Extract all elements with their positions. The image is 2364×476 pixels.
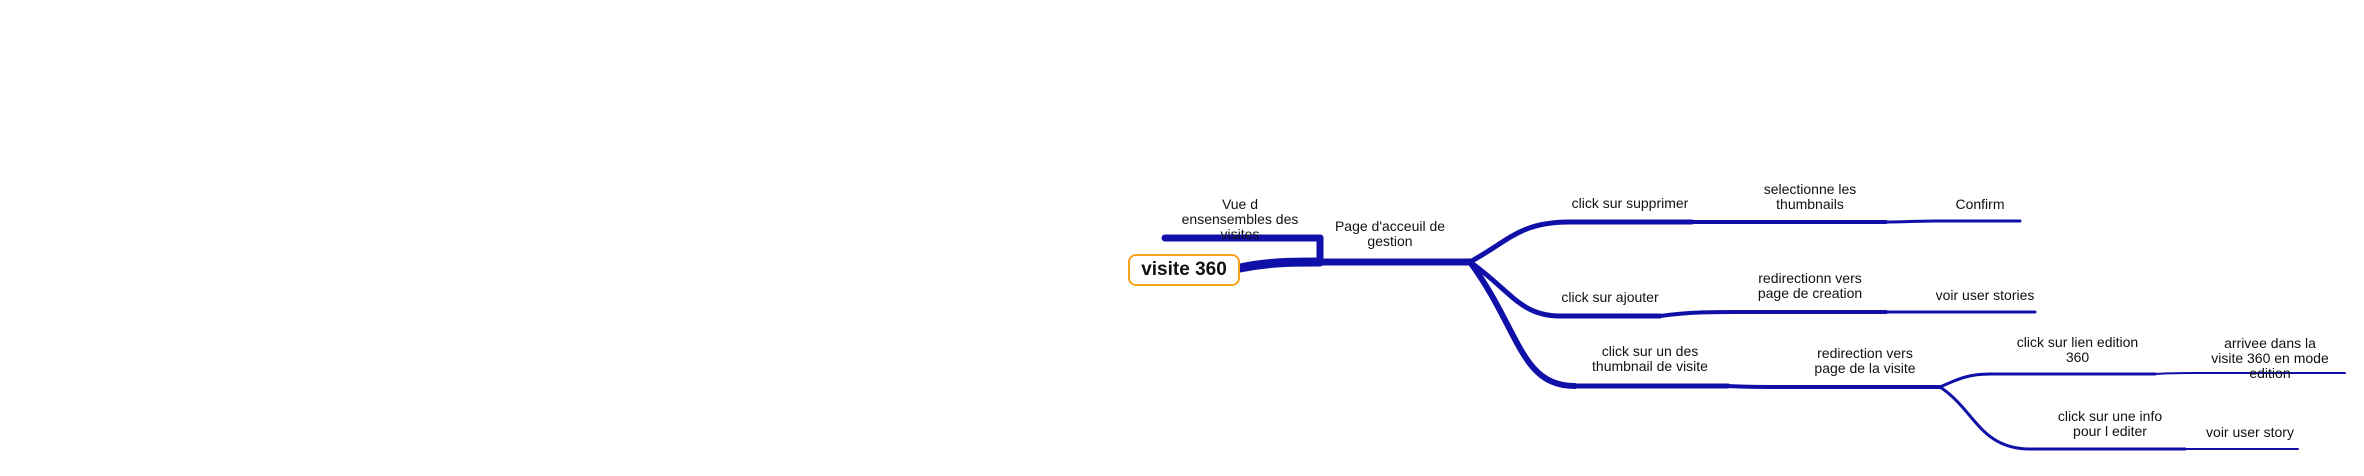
node-arrivee-visite[interactable]: arrivee dans la visite 360 en mode editi… <box>2211 335 2329 381</box>
node-click-supprimer[interactable]: click sur supprimer <box>1571 195 1689 211</box>
underline-arrivee <box>2154 372 2346 375</box>
node-click-info[interactable]: click sur une info pour l editer <box>2057 408 2163 439</box>
root-node-label: visite 360 <box>1141 259 1227 280</box>
node-redirection-visite[interactable]: redirection vers page de la visite <box>1814 345 1916 376</box>
connector-supprimer <box>1467 219 1573 265</box>
node-redirection-creation[interactable]: redirectionn vers page de creation <box>1757 270 1863 301</box>
node-click-ajouter[interactable]: click sur ajouter <box>1561 289 1659 305</box>
connector-thumbnail <box>1467 259 1578 389</box>
node-selectionne-thumbnails[interactable]: selectionne les thumbnails <box>1763 181 1857 212</box>
node-click-thumbnail[interactable]: click sur un des thumbnail de visite <box>1592 343 1708 374</box>
node-voir-user-stories[interactable]: voir user stories <box>1935 287 2035 303</box>
node-voir-user-story[interactable]: voir user story <box>2206 424 2294 440</box>
root-node[interactable]: visite 360 <box>1128 254 1240 286</box>
connector-lien-edition <box>1938 372 1992 389</box>
underline-redirection-visite <box>1726 384 1942 389</box>
connector-info <box>1938 385 2032 451</box>
node-click-lien-edition[interactable]: click sur lien edition 360 <box>2016 334 2139 365</box>
node-vue-ensemble[interactable]: Vue d ensensembles des visites <box>1181 196 1299 242</box>
connector-root-page <box>1235 257 1325 273</box>
node-page-acceuil[interactable]: Page d'acceuil de gestion <box>1334 218 1446 249</box>
connector-ajouter <box>1467 259 1563 319</box>
underline-confirm <box>1884 219 2022 224</box>
underline-redirection-creation <box>1658 310 1888 318</box>
node-confirm[interactable]: Confirm <box>1955 196 2005 212</box>
